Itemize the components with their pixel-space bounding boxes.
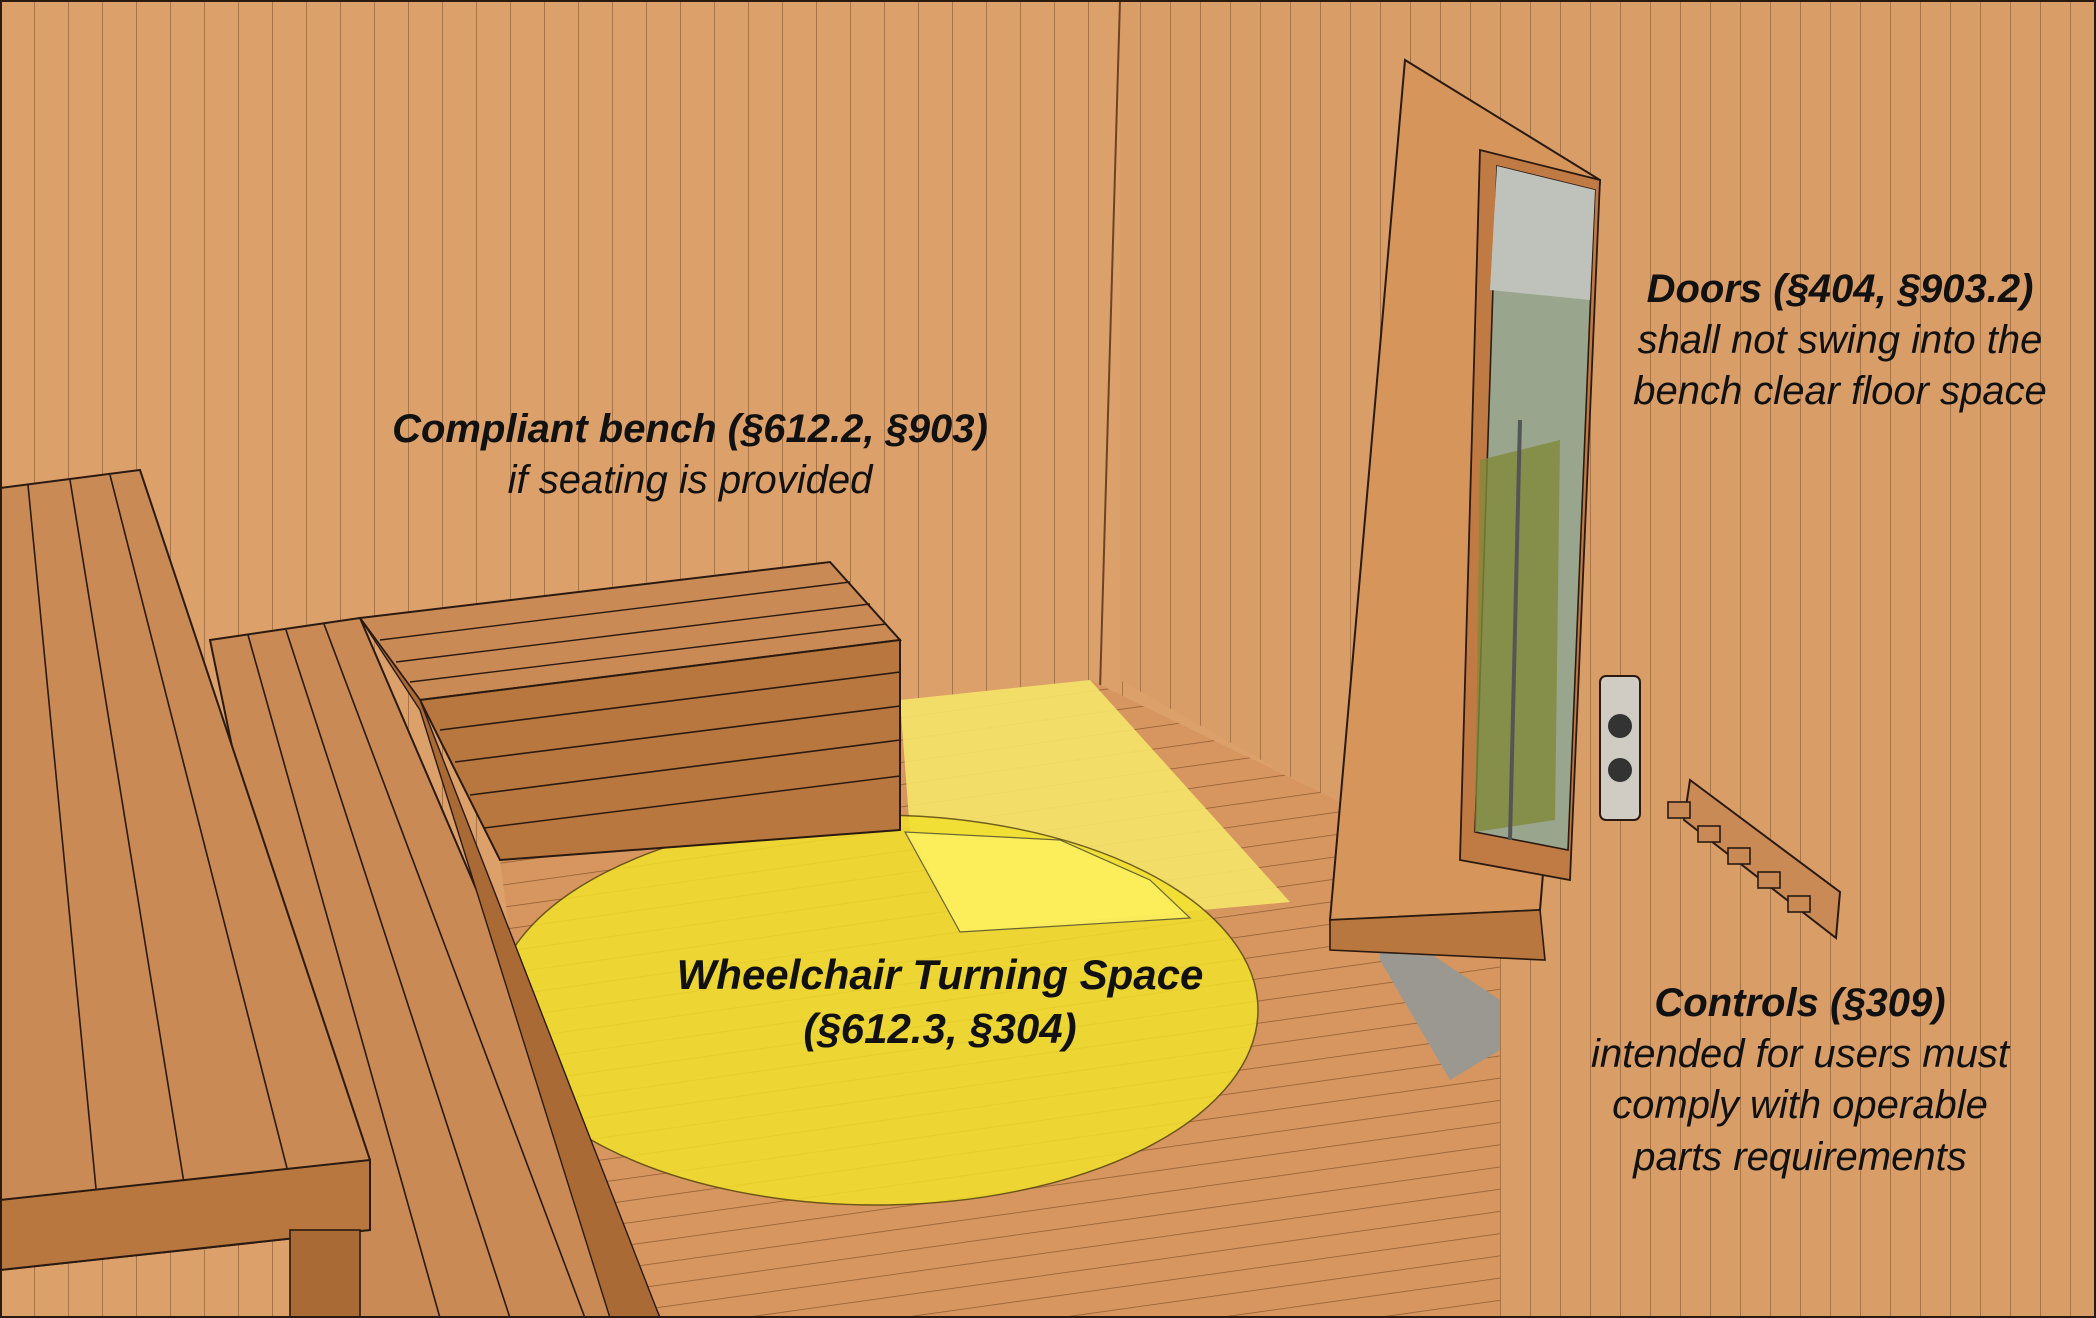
control-knob-icon [1608, 758, 1632, 782]
compliant-bench-heading: Compliant bench (§612.2, §903) [392, 407, 988, 451]
controls-heading: Controls (§309) [1654, 981, 1946, 1025]
controls-note-line-2: comply with operable [1612, 1083, 1988, 1128]
turning-space-heading: Wheelchair Turning Space [676, 951, 1204, 998]
coat-hook-icon [1667, 778, 1842, 940]
control-panel [1599, 675, 1641, 821]
sauna-door [1328, 58, 1602, 961]
doors-note-line-2: bench clear floor space [1633, 369, 2047, 414]
upper-bench [0, 468, 371, 1318]
doors-heading: Doors (§404, §903.2) [1646, 267, 2034, 311]
compliant-bench-note: if seating is provided [507, 458, 873, 503]
controls-note-line-3: parts requirements [1633, 1134, 1967, 1179]
compliant-bench-label: Compliant bench (§612.2, §903) if seatin… [330, 404, 1050, 506]
doors-note-line-1: shall not swing into the [1637, 318, 2043, 363]
right-wall [1099, 0, 2096, 1318]
controls-note-line-1: intended for users must [1591, 1032, 2009, 1077]
compliant-bench [358, 560, 903, 862]
doors-label: Doors (§404, §903.2) shall not swing int… [1590, 264, 2090, 418]
turning-space-note: (§612.3, §304) [803, 1004, 1077, 1052]
turning-space-label: Wheelchair Turning Space (§612.3, §304) [600, 948, 1280, 1056]
control-knob-icon [1608, 714, 1632, 738]
controls-label: Controls (§309) intended for users must … [1530, 978, 2070, 1183]
